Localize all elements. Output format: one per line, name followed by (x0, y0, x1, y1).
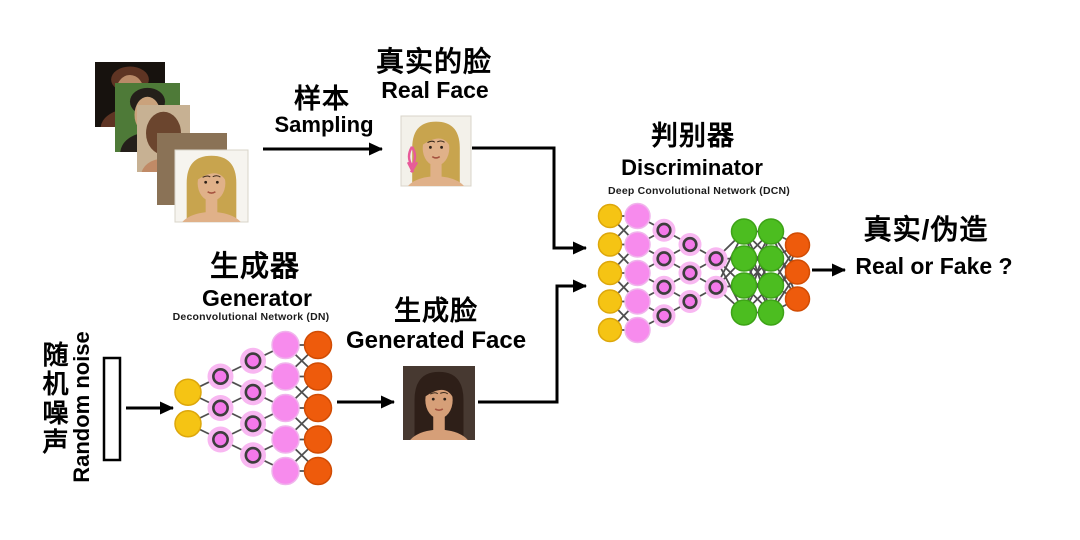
discriminator-network-layer-5 (704, 247, 728, 299)
discriminator-network-layer-8 (784, 232, 811, 312)
discriminator-label-zh: 判别器 (651, 121, 735, 151)
discriminator-network-layer-3 (652, 218, 676, 328)
discriminator-network-layer-2 (624, 202, 651, 344)
generator-network-layer-5 (303, 330, 333, 486)
discriminator-network-layer-6 (730, 218, 758, 326)
discriminator-network-layer-1 (597, 203, 623, 343)
generator-network-layer-3 (240, 347, 266, 469)
discriminator-sublabel: Deep Convolutional Network (DCN) (608, 185, 790, 197)
real-face-photo (400, 115, 472, 187)
discriminator-label-en: Discriminator (621, 155, 763, 180)
discriminator-network (597, 202, 811, 344)
generator-network-layer-4 (271, 330, 300, 486)
generator-label-en: Generator (202, 285, 312, 311)
sampling-label-zh: 样本 (294, 84, 350, 114)
sampling-label-en: Sampling (274, 112, 374, 137)
generator-label-zh: 生成器 (209, 251, 301, 283)
generator-sublabel: Deconvolutional Network (DN) (172, 311, 330, 323)
noise-label-en: Random noise (69, 331, 94, 483)
real-face-to-discriminator-arrow (472, 146, 587, 255)
generator-network-layer-1 (174, 378, 202, 438)
noise-label-zh: 随机噪声 (39, 341, 69, 457)
real-face-label-en: Real Face (381, 77, 489, 103)
output-label-zh: 真实/伪造 (863, 214, 989, 245)
discriminator-network-layer-4 (678, 233, 702, 313)
generated-face-label-en: Generated Face (345, 327, 527, 354)
discriminator-network-layer-7 (757, 218, 785, 326)
generated-face-photo (403, 366, 475, 440)
generated-face-label-zh: 生成脸 (394, 296, 478, 326)
generator-network (174, 330, 333, 486)
generated-face-to-discriminator-arrow (478, 279, 587, 404)
generator-network-layer-2 (207, 363, 234, 453)
real-face-label-zh: 真实的脸 (375, 46, 493, 77)
output-label-en: Real or Fake ? (855, 253, 1013, 279)
photo-blonde-woman (174, 149, 249, 223)
noise-vector (102, 356, 122, 462)
